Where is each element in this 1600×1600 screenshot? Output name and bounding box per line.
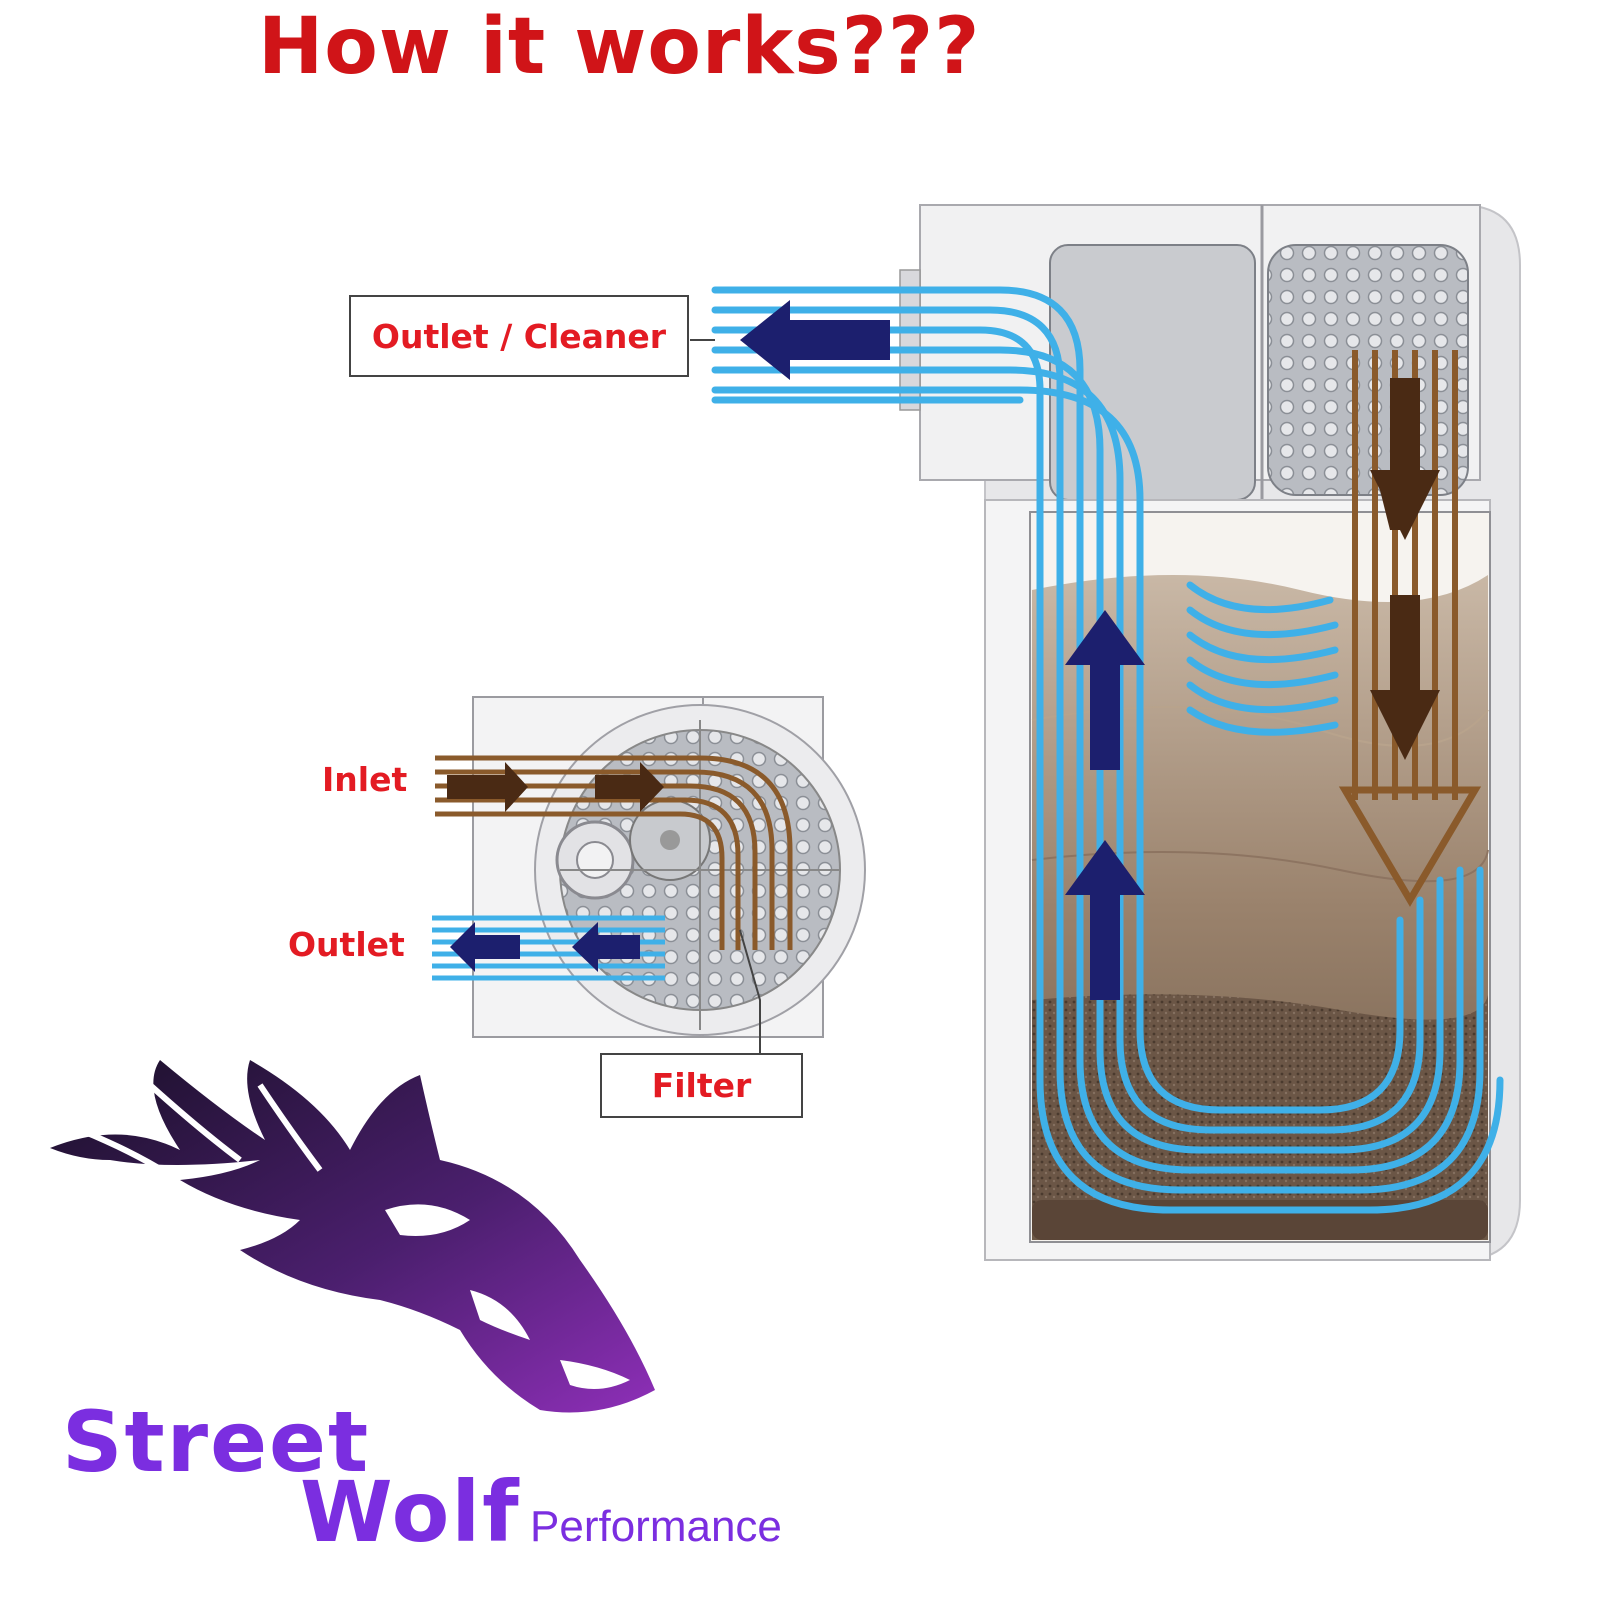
outlet-arrow-2 (572, 922, 640, 972)
outlet-label: Outlet (288, 925, 405, 964)
inlet-arrow-1 (447, 762, 528, 812)
clean-air-flow-lines (711, 286, 1504, 1214)
brand-street-text: Street (62, 1393, 371, 1491)
inlet-flow-lines (435, 755, 793, 950)
inlet-label: Inlet (322, 760, 408, 799)
down-arrow-brown-1 (1370, 378, 1440, 540)
outlet-arrow-left (740, 300, 890, 380)
page-title: How it works??? (258, 2, 981, 92)
street-wolf-logo (50, 1060, 655, 1413)
up-arrow-upper (1065, 610, 1145, 770)
filter-label: Filter (600, 1053, 803, 1118)
filter-leader (739, 929, 761, 1053)
inlet-arrow-2 (595, 762, 664, 812)
head-detail-view (472, 696, 866, 1038)
up-arrow-lower (1065, 840, 1145, 1000)
brand-performance-text: Performance (530, 1502, 782, 1551)
down-arrow-brown-2 (1370, 595, 1440, 760)
outlet-cleaner-label: Outlet / Cleaner (349, 295, 689, 377)
outlet-arrow-1 (450, 922, 520, 972)
brand-wolf-text: Wolf (300, 1463, 521, 1561)
dirty-flow-down-arrow-outline (1338, 786, 1482, 907)
